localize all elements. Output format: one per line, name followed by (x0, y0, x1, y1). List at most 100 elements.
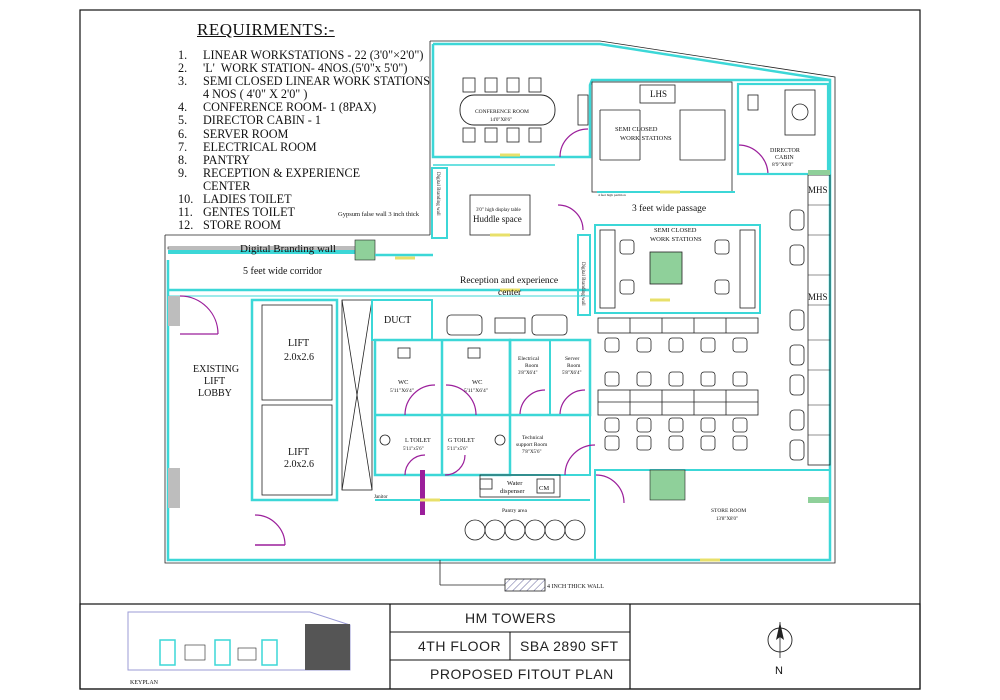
water-dispenser-label: Water (507, 480, 523, 487)
director-cabin-size: 8'9"X8'0" (772, 162, 793, 168)
requirement-item: 12.STORE ROOM (178, 218, 281, 233)
thick-wall-note: 4 INCH THICK WALL (547, 584, 604, 590)
director-cabin-label: DIRECTOR (770, 148, 800, 154)
reception-label: center (498, 288, 522, 298)
semi-closed-ws-label: SEMI CLOSED (654, 227, 697, 234)
north-arrow-icon (767, 622, 793, 658)
title-block-frame (79, 603, 921, 690)
keyplan-label: KEYPLAN (130, 680, 159, 686)
requirement-item: 2.'L' WORK STATION- 4NOS.(5'0"x 5'0") (178, 61, 408, 76)
gents-toilet-label: G TOILET (448, 438, 475, 444)
requirement-item: 8.PANTRY (178, 152, 250, 167)
store-room (594, 469, 831, 561)
thick-wall-callout (439, 560, 546, 592)
ladies-toilet-size: 5'11"x5'6" (403, 447, 424, 452)
store-room-label: STORE ROOM (711, 508, 746, 514)
director-cabin-label: CABIN (775, 155, 794, 161)
water-dispenser-label: dispenser (500, 488, 525, 495)
electrical-room-label: Room (525, 363, 539, 369)
conference-label: CONFERENCE ROOM (475, 109, 529, 115)
digital-branding-wall-vertical: Digital Branding wall (435, 172, 440, 216)
wc-size-label: 5'11"X6'4" (390, 388, 414, 394)
service-rooms (508, 338, 625, 504)
semi-closed-ws-label: SEMI CLOSED (615, 126, 658, 133)
duct (341, 299, 433, 491)
requirement-item: 11.GENTES TOILET (178, 205, 295, 220)
passage-label: 3 feet wide passage (632, 203, 706, 214)
mhs-area (789, 170, 831, 503)
linear-workstations (597, 317, 759, 451)
semi-closed-ws-label: WORK STATIONS (620, 135, 672, 142)
toilet-block (373, 338, 512, 515)
lift-lobby-label: LIFT (204, 376, 225, 387)
requirement-item: 9.RECEPTION & EXPERIENCE (178, 165, 361, 180)
corridor (167, 239, 590, 297)
huddle-note-label: 3'0" high display table (476, 208, 522, 213)
lhs-label: LHS (650, 89, 667, 99)
technical-room-label: support Room (516, 442, 548, 448)
pantry-area-label: Pantry area (502, 508, 527, 514)
outer-walls-black (164, 40, 836, 564)
mhs-label: MHS (808, 292, 828, 302)
gypsum-note-label: Gypsum false wall 3 inch thick (338, 211, 420, 218)
requirements-list: 1.LINEAR WORKSTATIONS - 22 (3'0"×2'0") 2… (178, 48, 430, 233)
technical-room-label: Technical (522, 435, 544, 441)
floor-label: 4TH FLOOR (418, 638, 502, 654)
lift-lobby-label: EXISTING (193, 364, 239, 375)
semi-closed-ws-label: WORK STATIONS (650, 236, 702, 243)
requirement-item: 1.LINEAR WORKSTATIONS - 22 (3'0"×2'0") (178, 48, 424, 62)
requirement-item: 4.CONFERENCE ROOM- 1 (8PAX) (178, 100, 377, 115)
partition-note: 4 feet high partition (598, 193, 626, 197)
conference-room (459, 77, 589, 158)
requirement-item: 4 NOS ( 4'0" X 2'0" ) (203, 87, 308, 102)
digital-branding-wall-label: Digital Branding wall (240, 243, 336, 255)
janitor-label: Janitor (374, 495, 388, 500)
outer-walls (166, 42, 832, 562)
requirements-title: REQUIRMENTS:- (197, 20, 335, 39)
semi-closed-ws-1 (591, 81, 769, 193)
reception-label: Reception and experience (460, 276, 558, 286)
dimension-marks (395, 153, 720, 562)
requirement-item: 5.DIRECTOR CABIN - 1 (178, 113, 321, 128)
drawing-title: PROPOSED FITOUT PLAN (430, 666, 614, 682)
wc-label: WC (398, 379, 408, 386)
server-room-label: Server (565, 356, 580, 362)
gents-toilet-size: 5'11"x5'6" (447, 447, 468, 452)
lift-size-label: 2.0x2.6 (284, 352, 314, 363)
electrical-room-size: 3'8"X6'4" (518, 371, 538, 376)
lift-lobby (168, 295, 286, 546)
requirement-item: 10.LADIES TOILET (178, 192, 292, 207)
semi-closed-ws-2 (594, 224, 761, 314)
cm-label: CM (539, 485, 549, 492)
lift-label: LIFT (288, 447, 309, 458)
director-cabin (736, 82, 830, 176)
electrical-room-label: Electrical (518, 356, 540, 362)
sba-label: SBA 2890 SFT (520, 638, 619, 654)
requirement-item: 3.SEMI CLOSED LINEAR WORK STATIONS (178, 74, 430, 89)
ladies-toilet-label: L TOILET (405, 438, 431, 444)
digital-branding-wall-vertical: Digital Branding wall (580, 262, 585, 306)
server-room-size: 5'8"X6'4" (562, 371, 582, 376)
requirement-item: CENTER (203, 178, 251, 193)
duct-label: DUCT (384, 315, 411, 326)
lift-lobby-label: LOBBY (198, 388, 232, 399)
north-label: N (775, 665, 783, 677)
lift-shafts (250, 298, 339, 502)
pantry (375, 474, 590, 541)
requirement-item: 6.SERVER ROOM (178, 126, 289, 141)
project-name: HM TOWERS (465, 610, 557, 626)
keyplan-drawing (127, 611, 351, 671)
huddle-label: Huddle space (473, 214, 522, 224)
mhs-label: MHS (808, 185, 828, 195)
lift-size-label: 2.0x2.6 (284, 459, 314, 470)
reception-area (431, 164, 591, 336)
conference-size-label: 14'0"X8'6" (490, 118, 512, 123)
corridor-label: 5 feet wide corridor (243, 266, 323, 277)
technical-room-size: 7'8"X5'6" (522, 450, 542, 455)
lift-label: LIFT (288, 338, 309, 349)
server-room-label: Room (567, 363, 581, 369)
store-room-size: 13'8"X8'0" (716, 517, 738, 522)
wc-size-label: 5'11"X6'4" (464, 388, 488, 394)
